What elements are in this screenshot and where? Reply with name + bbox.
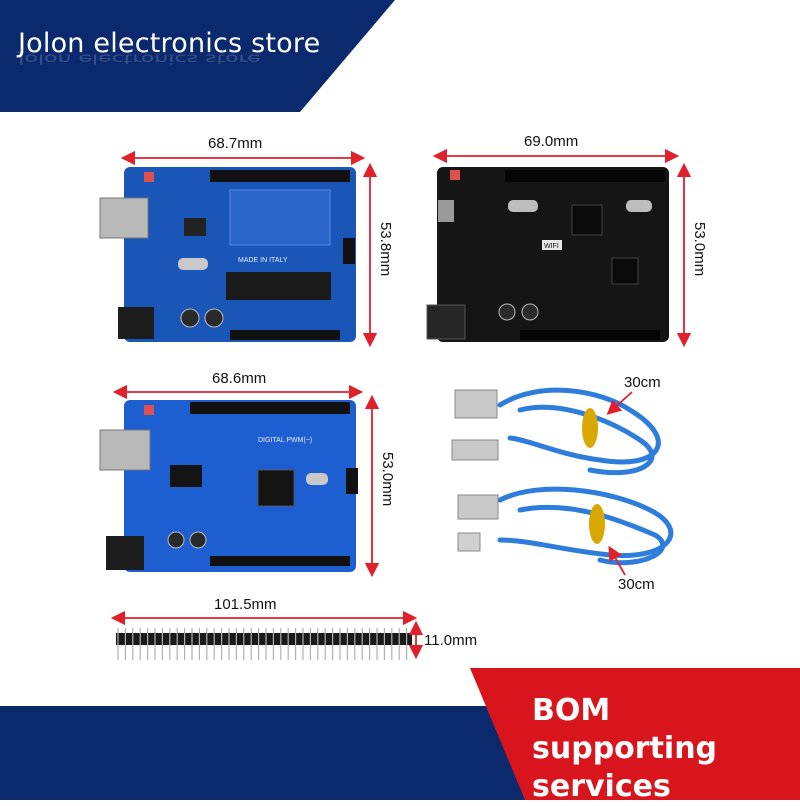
board-uno-dip: MADE IN ITALY [99,167,356,342]
cable-usb-b [451,387,661,476]
header-height-label: 11.0mm [424,632,478,649]
promo-text: BOM supporting services [532,692,800,806]
pointer-arrow-cable-2 [608,545,626,576]
pointer-arrow-cable-1 [606,391,633,415]
pin-header-strip [116,628,412,660]
board-uno-smd: DIGITAL PWM(~) [99,400,358,572]
promo-ribbon [470,668,800,800]
board-3-silk: DIGITAL PWM(~) [258,437,312,444]
board-1-silk: MADE IN ITALY [238,257,288,264]
board-2-silk: WIFI [544,243,559,250]
board-1-width-label: 68.7mm [208,135,263,152]
cable-micro-usb [457,486,674,566]
board-2-width-label: 69.0mm [524,133,579,150]
store-name: Jolon electronics store [18,28,321,59]
top-banner [0,0,395,112]
promo-line-2: services [532,769,671,804]
cable-1-length-label: 30cm [624,374,661,391]
board-3-height-label: 53.0mm [379,452,396,507]
board-uno-wifi: WIFI [426,167,669,342]
promo-line-1: BOM supporting [532,693,718,766]
header-length-label: 101.5mm [214,596,277,613]
board-3-width-label: 68.6mm [212,370,267,387]
board-1-height-label: 53.8mm [377,222,394,277]
cable-2-length-label: 30cm [618,576,655,593]
board-2-height-label: 53.0mm [691,222,708,277]
